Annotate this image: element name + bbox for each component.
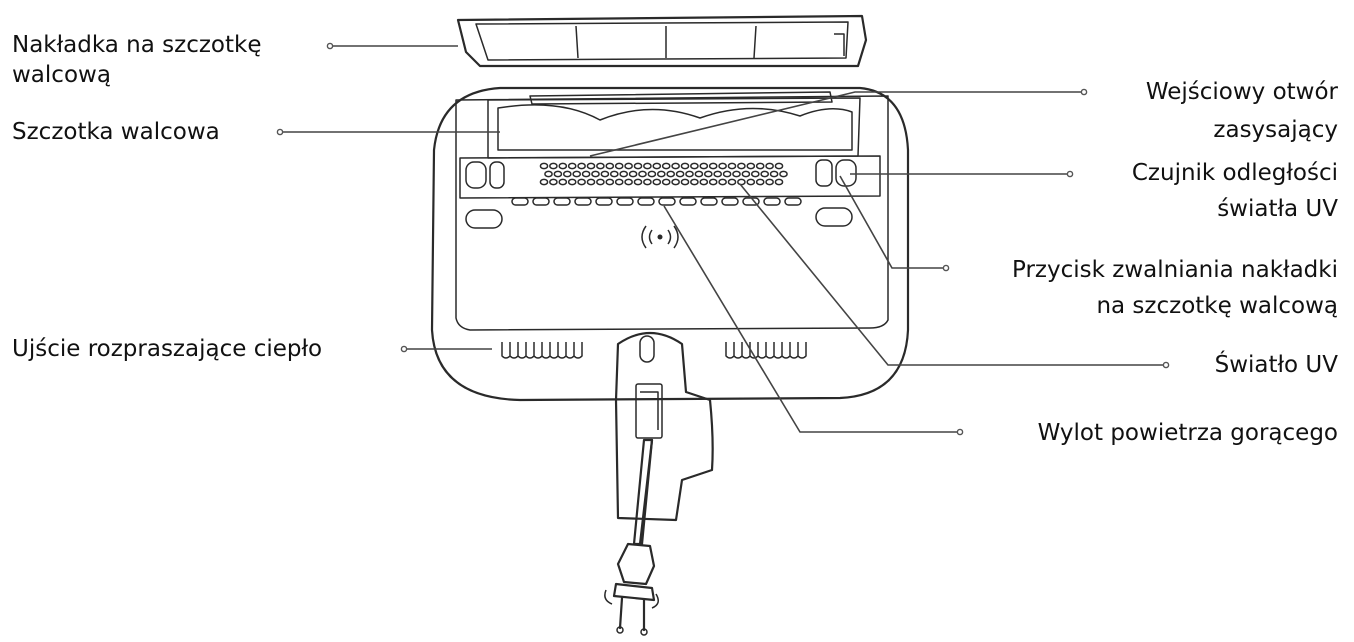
label-suction-inlet-line1: Wejściowy otwór [1145,79,1338,105]
label-roller-brush: Szczotka walcowa [12,119,220,145]
label-release-line1: Przycisk zwalniania nakładki [1012,257,1338,283]
hot-air-outlet-slots [511,197,802,206]
power-plug-icon [604,542,659,636]
label-brush-cover-line2: walcową [12,62,111,88]
label-release-line2: na szczotkę walcową [1096,293,1338,319]
leader-dots [276,42,1170,436]
label-uv-distance-sensor: Czujnik odległości światła UV [1132,158,1338,224]
brush-cover-part [456,14,868,68]
label-brush-cover-line1: Nakładka na szczotkę [12,32,262,58]
left-distance-sensor [465,161,505,189]
left-release-button [465,209,503,229]
uv-light-grille [539,162,788,186]
label-heat-vent: Ujście rozpraszające ciepło [12,336,323,362]
label-uv-light: Światło UV [1214,352,1338,378]
right-distance-sensor [815,159,857,187]
device-handle [614,332,714,522]
leader-lines [280,45,1166,433]
roller-brush-part [487,97,861,159]
heat-dissipation-vents [501,342,807,359]
right-release-button [815,207,853,227]
label-brush-cover: Nakładka na szczotkę walcową [12,30,262,90]
label-suction-inlet-line2: zasysający [1213,117,1338,143]
device-body [430,86,910,402]
label-cover-release-button: Przycisk zwalniania nakładki na szczotkę… [1012,255,1338,321]
label-uv-sensor-line2: światła UV [1217,196,1338,222]
label-uv-sensor-line1: Czujnik odległości [1131,160,1338,186]
label-hot-air-outlet: Wylot powietrza gorącego [1037,420,1338,446]
label-suction-inlet: Wejściowy otwór zasysający [1146,77,1338,145]
wireless-signal-icon [641,225,679,249]
power-cord [632,438,654,546]
